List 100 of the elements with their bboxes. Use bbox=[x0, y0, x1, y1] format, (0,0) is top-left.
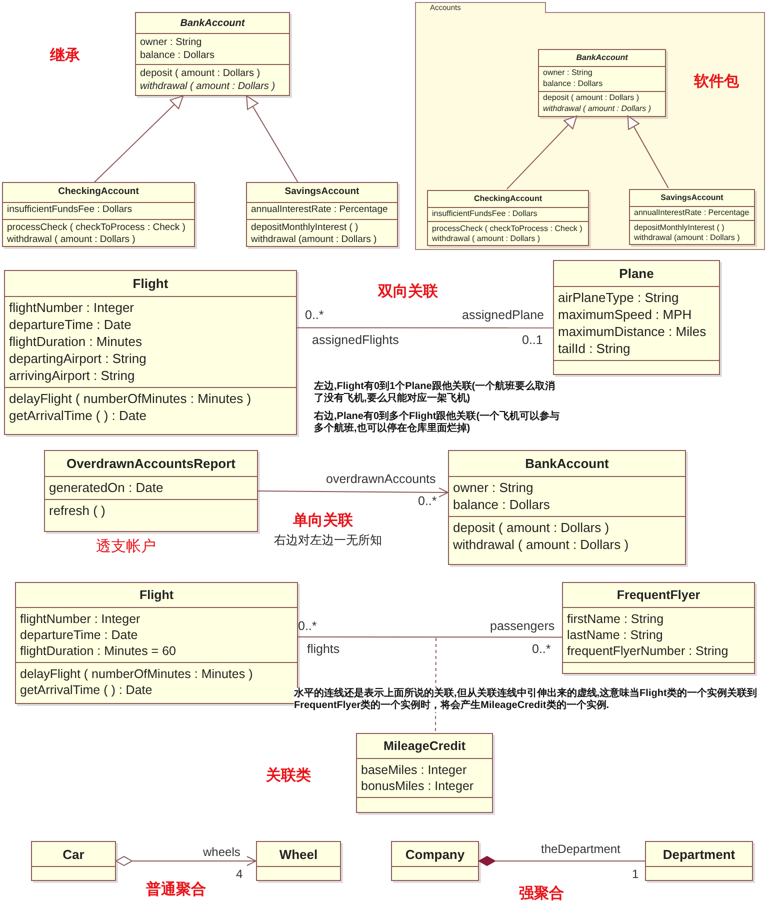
association-line bbox=[296, 327, 554, 328]
class-box bbox=[427, 190, 589, 246]
class-box bbox=[246, 182, 398, 247]
role-label: 右边对左边一无所知 bbox=[274, 532, 382, 549]
attribute-text: baseMiles : Integer bbox=[361, 762, 468, 778]
method-text: deposit ( amount : Dollars ) bbox=[140, 66, 262, 80]
class-name: SavingsAccount bbox=[660, 192, 724, 202]
class-box bbox=[553, 260, 720, 375]
attribute-text: balance : Dollars bbox=[140, 48, 216, 62]
generalization-arrow bbox=[627, 116, 669, 188]
class-name: FrequentFlyer bbox=[616, 588, 700, 602]
composition-line bbox=[478, 856, 646, 866]
class-name: Flight bbox=[139, 588, 174, 602]
method-text: depositMonthlyInterest ( ) bbox=[634, 222, 726, 234]
attribute-text: frequentFlyerNumber : String bbox=[567, 643, 730, 660]
attribute-text: departingAirport : String bbox=[9, 350, 148, 368]
class-name: BankAccount bbox=[180, 18, 245, 28]
class-box bbox=[562, 582, 755, 674]
class-name: BankAccount bbox=[576, 52, 628, 62]
role-label: theDepartment bbox=[541, 842, 620, 856]
attribute-text: generatedOn : Date bbox=[49, 480, 164, 497]
role-label: assignedPlane bbox=[462, 308, 544, 322]
method-text: withdrawal ( amount : Dollars ) bbox=[140, 80, 276, 92]
method-text: depositMonthlyInterest ( ) bbox=[251, 222, 360, 234]
section-title: 关联类 bbox=[266, 766, 311, 785]
method-text: withdrawal (amount : Dollars ) bbox=[634, 233, 741, 244]
class-box bbox=[44, 450, 258, 532]
role-label: overdrawnAccounts bbox=[326, 472, 436, 486]
method-text: withdrawal ( amount : Dollars ) bbox=[432, 234, 542, 245]
attribute-text: owner : String bbox=[543, 68, 594, 79]
class-name: OverdrawnAccountsReport bbox=[66, 456, 236, 471]
method-text: deposit ( amount : Dollars ) bbox=[543, 93, 640, 104]
attribute-text: airPlaneType : String bbox=[558, 290, 680, 307]
attribute-text: lastName : String bbox=[567, 627, 664, 644]
generalization-arrow bbox=[506, 116, 578, 190]
association-arrow bbox=[258, 487, 448, 498]
attribute-text: balance : Dollars bbox=[453, 496, 551, 514]
class-box bbox=[256, 841, 341, 881]
class-name: Wheel bbox=[279, 846, 318, 862]
class-name: SavingsAccount bbox=[284, 186, 360, 198]
role-label: 0..* bbox=[305, 308, 324, 322]
role-label: 0..* bbox=[298, 619, 317, 633]
class-box bbox=[4, 270, 297, 435]
method-text: processCheck ( checkToProcess : Check ) bbox=[7, 222, 186, 234]
attribute-text: departureTime : Date bbox=[20, 627, 139, 644]
section-title: 强聚合 bbox=[519, 884, 564, 903]
role-label: 0..1 bbox=[522, 333, 543, 347]
attribute-text: insufficientFundsFee : Dollars bbox=[7, 204, 133, 217]
class-box bbox=[135, 12, 290, 96]
class-name: Company bbox=[405, 846, 465, 862]
attribute-text: annualInterestRate : Percentage bbox=[251, 204, 389, 217]
class-box bbox=[629, 189, 755, 245]
role-label: wheels bbox=[203, 845, 240, 859]
attribute-text: maximumDistance : Miles bbox=[558, 324, 708, 341]
class-box bbox=[391, 841, 479, 881]
method-text: getArrivalTime ( ) : Date bbox=[20, 682, 154, 698]
method-text: processCheck ( checkToProcess : Check ) bbox=[432, 224, 584, 234]
section-title: 普通聚合 bbox=[146, 880, 206, 899]
attribute-text: annualInterestRate : Percentage bbox=[634, 208, 750, 219]
attribute-text: departureTime : Date bbox=[9, 316, 132, 334]
class-box bbox=[448, 450, 686, 565]
class-name: CheckingAccount bbox=[58, 186, 139, 198]
section-title: 单向关联 bbox=[293, 511, 353, 530]
attribute-text: firstName : String bbox=[567, 610, 665, 628]
generalization-arrow bbox=[246, 96, 298, 182]
role-label: 4 bbox=[236, 867, 243, 881]
role-label: flights bbox=[307, 642, 340, 656]
attribute-text: flightDuration : Minutes bbox=[9, 334, 143, 351]
association-line bbox=[298, 636, 562, 638]
method-text: withdrawal ( amount : Dollars ) bbox=[543, 104, 652, 114]
class-name: Department bbox=[662, 846, 736, 862]
role-label: 1 bbox=[632, 867, 639, 881]
attribute-text: flightNumber : Integer bbox=[20, 610, 142, 628]
section-title: 双向关联 bbox=[378, 282, 438, 301]
class-box bbox=[645, 841, 753, 881]
attribute-text: bonusMiles : Integer bbox=[361, 778, 475, 794]
method-text: delayFlight ( numberOfMinutes : Minutes ) bbox=[20, 666, 254, 682]
method-text: deposit ( amount : Dollars ) bbox=[453, 520, 610, 537]
role-label: passengers bbox=[490, 619, 555, 633]
attribute-text: owner : String bbox=[140, 36, 203, 48]
class-name: CheckingAccount bbox=[474, 194, 542, 203]
generalization-arrow bbox=[94, 96, 184, 182]
role-label: 0..* bbox=[532, 642, 551, 656]
class-name: Car bbox=[62, 846, 84, 862]
attribute-text: owner : String bbox=[453, 480, 534, 497]
attribute-text: balance : Dollars bbox=[543, 78, 604, 89]
class-name: Plane bbox=[619, 266, 654, 281]
class-box bbox=[538, 49, 666, 117]
class-box bbox=[356, 733, 493, 813]
section-title: 继承 bbox=[50, 46, 80, 65]
method-text: withdrawal ( amount : Dollars ) bbox=[453, 536, 630, 554]
class-box bbox=[2, 182, 195, 247]
method-text: refresh ( ) bbox=[49, 503, 106, 520]
annotation-text: 透支帐户 bbox=[96, 537, 156, 556]
method-text: delayFlight ( numberOfMinutes : Minutes ) bbox=[9, 390, 252, 408]
method-text: getArrivalTime ( ) : Date bbox=[9, 408, 148, 424]
role-label: 0..* bbox=[418, 494, 437, 508]
attribute-text: tailId : String bbox=[558, 340, 632, 358]
attribute-text: flightNumber : Integer bbox=[9, 300, 136, 317]
method-text: withdrawal ( amount : Dollars ) bbox=[7, 234, 136, 246]
